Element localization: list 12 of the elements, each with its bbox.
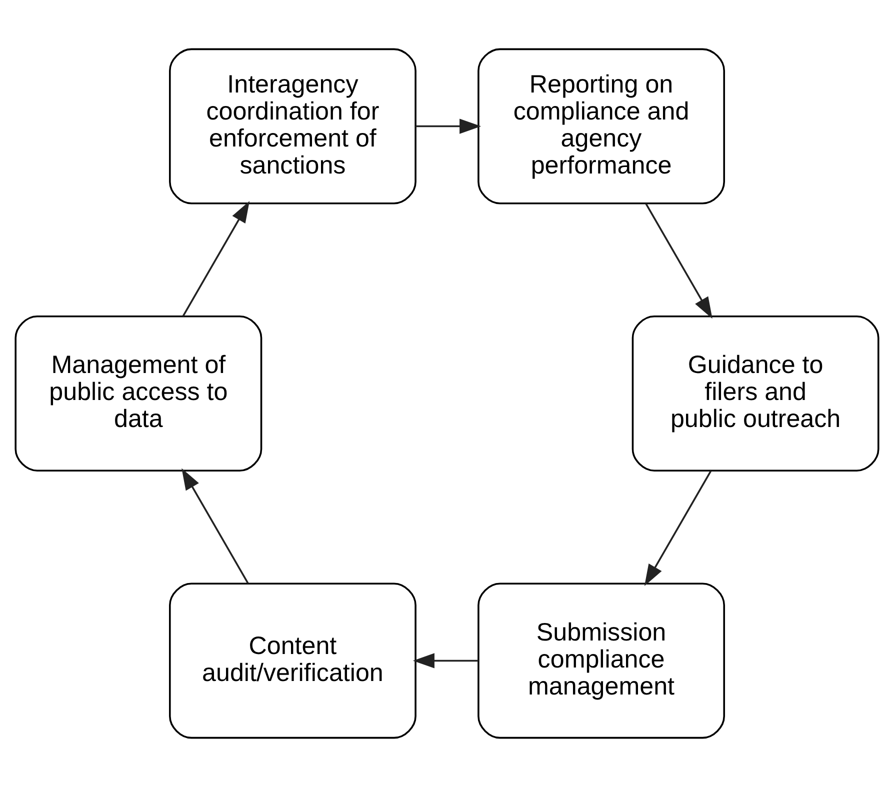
arrow [182, 201, 250, 317]
node-box: Interagency coordination for enforcement of sanctions [169, 48, 416, 204]
arrow [412, 653, 478, 668]
arrow [645, 203, 712, 319]
node-box: Submission compliance management [478, 582, 725, 739]
arrow [182, 468, 249, 584]
node-box: Content audit/verification [169, 582, 416, 739]
arrow [416, 118, 482, 134]
node-box: Management of public access to data [14, 316, 262, 472]
node-box: Guidance to filers and public outreach [632, 316, 880, 472]
arrow [644, 470, 712, 586]
node-box: Reporting on compliance and agency performance [478, 48, 725, 204]
